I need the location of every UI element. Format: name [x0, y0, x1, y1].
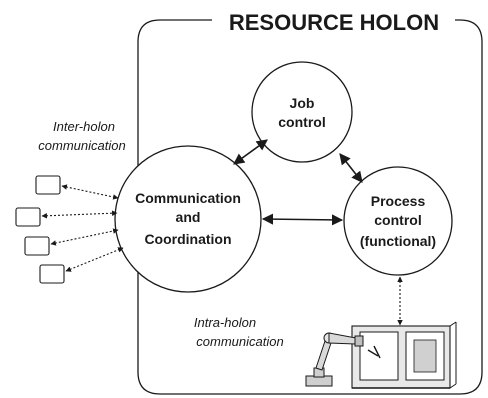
intra-holon-label-line2: communication — [196, 334, 283, 349]
communication-coordination-node — [114, 145, 262, 293]
diagram-title: RESOURCE HOLON — [229, 10, 439, 35]
dotted-arrow-ext2 — [41, 210, 118, 219]
dotted-arrow-ext3 — [50, 228, 119, 246]
arrow-job-process — [339, 153, 363, 183]
holon-boundary — [137, 19, 483, 395]
inter-holon-label-line2: communication — [38, 138, 125, 153]
external-holon-box-icon — [15, 207, 41, 227]
job-control-label-line2: control — [278, 114, 325, 130]
comm-coord-label-line3: Coordination — [144, 231, 231, 247]
external-holon-box-icon — [35, 175, 61, 195]
inter-holon-label-line1: Inter-holon — [53, 119, 115, 134]
process-control-label-line1: Process — [371, 193, 426, 209]
external-holon-box-icon — [39, 264, 65, 284]
process-control-label-line3: (functional) — [360, 233, 436, 249]
job-control-label-line1: Job — [290, 95, 315, 111]
external-holon-box-icon — [24, 236, 50, 256]
intra-holon-label-line1: Intra-holon — [194, 315, 256, 330]
robot-arm-icon — [305, 332, 364, 387]
comm-coord-label-line1: Communication — [135, 190, 241, 206]
arrow-comm-job — [233, 139, 268, 165]
arrow-comm-process — [261, 213, 344, 226]
process-control-label-line2: control — [374, 212, 421, 228]
dotted-arrow-ext4 — [65, 247, 124, 272]
cnc-machine-icon — [351, 321, 457, 389]
dotted-arrow-ext1 — [61, 184, 119, 200]
comm-coord-label-line2: and — [176, 209, 201, 225]
process-control-node — [343, 166, 453, 276]
job-control-node — [251, 61, 353, 163]
